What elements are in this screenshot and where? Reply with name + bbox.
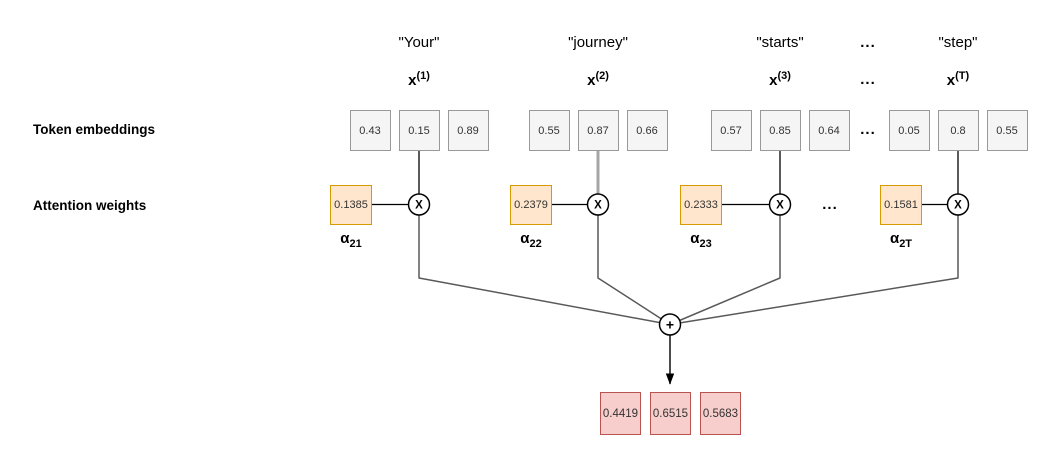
token-word-label-2: "journey" bbox=[568, 34, 628, 51]
multiply-symbol: X bbox=[594, 200, 602, 212]
embedding-value-box-1-3: 0.89 bbox=[447, 110, 489, 151]
token-word-label-3: "starts" bbox=[756, 34, 804, 51]
ellipsis-attention-row: ... bbox=[822, 196, 838, 213]
alpha-base: α bbox=[340, 230, 350, 247]
attention-weight-box-4: 0.1581 bbox=[880, 185, 922, 225]
embedding-variable-label-1: x(1) bbox=[349, 70, 489, 89]
context-vector-value-box-2: 0.6515 bbox=[650, 392, 691, 435]
variable-superscript: (3) bbox=[777, 70, 791, 82]
embedding-value-box-4-1: 0.05 bbox=[888, 110, 930, 151]
variable-superscript: (2) bbox=[595, 70, 609, 82]
variable-base: x bbox=[408, 72, 417, 89]
variable-superscript: (1) bbox=[416, 70, 430, 82]
row-label-attention-weights: Attention weights bbox=[33, 198, 147, 213]
ellipsis-embedding-row: ... bbox=[860, 121, 876, 138]
variable-base: x bbox=[946, 72, 956, 89]
multiply-symbol: X bbox=[776, 200, 784, 212]
embedding-value-box-1-2: 0.15 bbox=[398, 110, 440, 151]
row-label-token-embeddings: Token embeddings bbox=[33, 122, 156, 137]
multiply-node-3: X bbox=[768, 193, 792, 216]
token-word-label-1: "Your" bbox=[398, 34, 440, 51]
alpha-base: α bbox=[690, 230, 700, 247]
embedding-variable-label-4: x(T) bbox=[888, 70, 1028, 89]
embedding-value-box-2-3: 0.66 bbox=[626, 110, 668, 151]
variable-base: x bbox=[587, 72, 596, 89]
alpha-base: α bbox=[520, 230, 530, 247]
alpha-label-2: α22 bbox=[489, 230, 573, 250]
multiply-symbol: X bbox=[954, 200, 962, 212]
variable-base: x bbox=[769, 72, 778, 89]
multiply-node-4: X bbox=[946, 193, 970, 216]
alpha-subscript: 2T bbox=[899, 238, 913, 250]
alpha-label-4: α2T bbox=[859, 230, 943, 250]
attention-weight-box-1: 0.1385 bbox=[330, 185, 372, 225]
context-vector-value-box-1: 0.4419 bbox=[600, 392, 641, 435]
ellipsis-word-row: ... bbox=[860, 34, 876, 51]
multiply-symbol: X bbox=[415, 200, 423, 212]
alpha-label-1: α21 bbox=[309, 230, 393, 250]
embedding-value-box-4-2: 0.8 bbox=[937, 110, 979, 151]
embedding-variable-label-3: x(3) bbox=[710, 70, 850, 89]
embedding-value-box-3-2: 0.85 bbox=[759, 110, 801, 151]
attention-weight-box-2: 0.2379 bbox=[510, 185, 552, 225]
embedding-value-box-3-1: 0.57 bbox=[710, 110, 752, 151]
token-word-label-4: "step" bbox=[938, 34, 978, 51]
alpha-label-3: α23 bbox=[659, 230, 743, 250]
embedding-value-box-4-3: 0.55 bbox=[986, 110, 1028, 151]
variable-superscript: (T) bbox=[955, 70, 970, 82]
attention-weight-box-3: 0.2333 bbox=[680, 185, 722, 225]
embedding-value-box-2-2: 0.87 bbox=[577, 110, 619, 151]
sum-symbol: + bbox=[666, 316, 674, 332]
alpha-subscript: 23 bbox=[699, 238, 712, 250]
ellipsis-variable-row: ... bbox=[860, 71, 876, 88]
embedding-value-box-3-3: 0.64 bbox=[808, 110, 850, 151]
alpha-subscript: 22 bbox=[529, 238, 542, 250]
alpha-subscript: 21 bbox=[349, 238, 362, 250]
multiply-node-2: X bbox=[586, 193, 610, 216]
embedding-value-box-2-1: 0.55 bbox=[528, 110, 570, 151]
multiply-node-1: X bbox=[407, 193, 431, 216]
alpha-base: α bbox=[889, 230, 900, 247]
embedding-variable-label-2: x(2) bbox=[528, 70, 668, 89]
sum-node: + bbox=[658, 313, 682, 336]
context-vector-value-box-3: 0.5683 bbox=[700, 392, 741, 435]
embedding-value-box-1-1: 0.43 bbox=[349, 110, 391, 151]
